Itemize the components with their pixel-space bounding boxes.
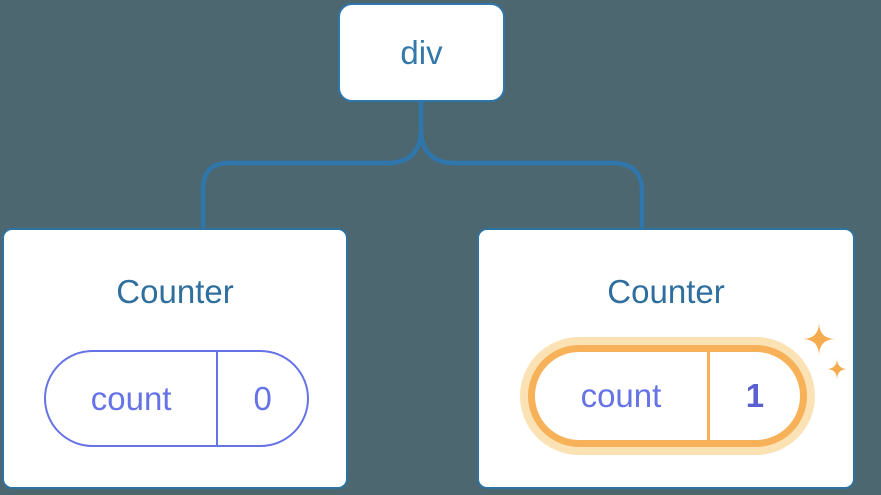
- connector-right-branch: [418, 127, 645, 229]
- sparkle-large: [802, 322, 836, 356]
- root-node-div: div: [338, 3, 505, 102]
- sparkle-small: [826, 358, 848, 380]
- state-pill-highlighted: count 1: [528, 345, 807, 447]
- card-title: Counter: [607, 273, 725, 310]
- root-node-label: div: [400, 33, 443, 71]
- state-value: 0: [253, 379, 272, 417]
- state-value: 1: [745, 377, 765, 414]
- card-title: Counter: [116, 273, 234, 310]
- counter-card-left: Counter count 0: [2, 228, 348, 489]
- state-pill: count 0: [44, 350, 309, 447]
- sparkles-icon: [802, 322, 848, 380]
- state-name-label: count: [535, 352, 710, 440]
- state-name-label: count: [46, 352, 219, 445]
- counter-card-right: Counter count 1: [477, 228, 855, 489]
- connector-left-branch: [200, 98, 424, 229]
